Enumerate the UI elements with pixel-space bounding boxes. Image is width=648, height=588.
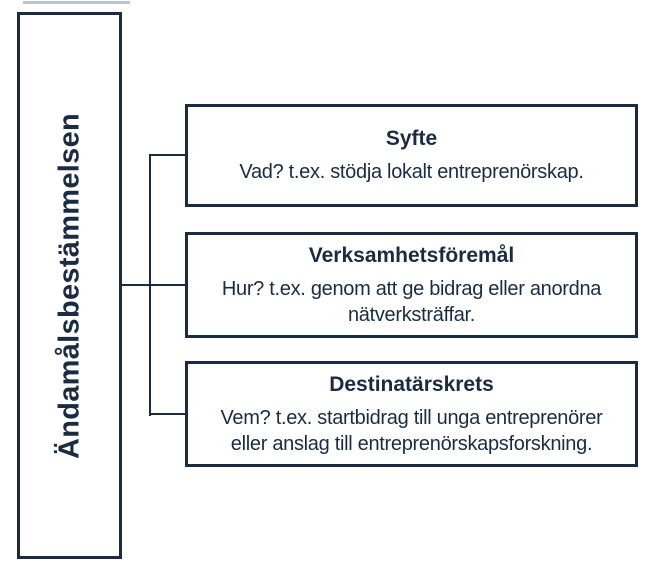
root-category-label: Ändamålsbestämmelsen <box>53 112 85 459</box>
node-body-line: Vad? t.ex. stödja lokalt entreprenörskap… <box>239 161 584 183</box>
node-box-destinatarskrets: Destinatärskrets Vem? t.ex. startbidrag … <box>185 361 638 467</box>
node-title-destinatarskrets: Destinatärskrets <box>329 372 494 396</box>
node-body-line: Hur? t.ex. genom att ge bidrag eller ano… <box>221 277 602 300</box>
connector-branch-top <box>149 154 187 156</box>
node-title-verksamhetsforemal: Verksamhetsföremål <box>308 243 515 267</box>
node-title-syfte: Syfte <box>385 127 438 150</box>
connector-branch-bottom <box>149 413 187 415</box>
connector-root-stub <box>122 284 187 286</box>
node-box-syfte: Syfte Vad? t.ex. stödja lokalt entrepren… <box>185 104 638 207</box>
root-category-box: Ändamålsbestämmelsen <box>17 12 122 559</box>
node-box-verksamhetsforemal: Verksamhetsföremål Hur? t.ex. genom att … <box>185 232 638 338</box>
node-body-line: nätverksträffar. <box>347 303 476 326</box>
node-body-line: Vem? t.ex. startbidrag till unga entrepr… <box>220 406 603 429</box>
cropped-edge-artifact <box>23 1 130 4</box>
connector-spine <box>149 154 151 416</box>
node-body-line: eller anslag till entreprenörskapsforskn… <box>230 432 593 455</box>
